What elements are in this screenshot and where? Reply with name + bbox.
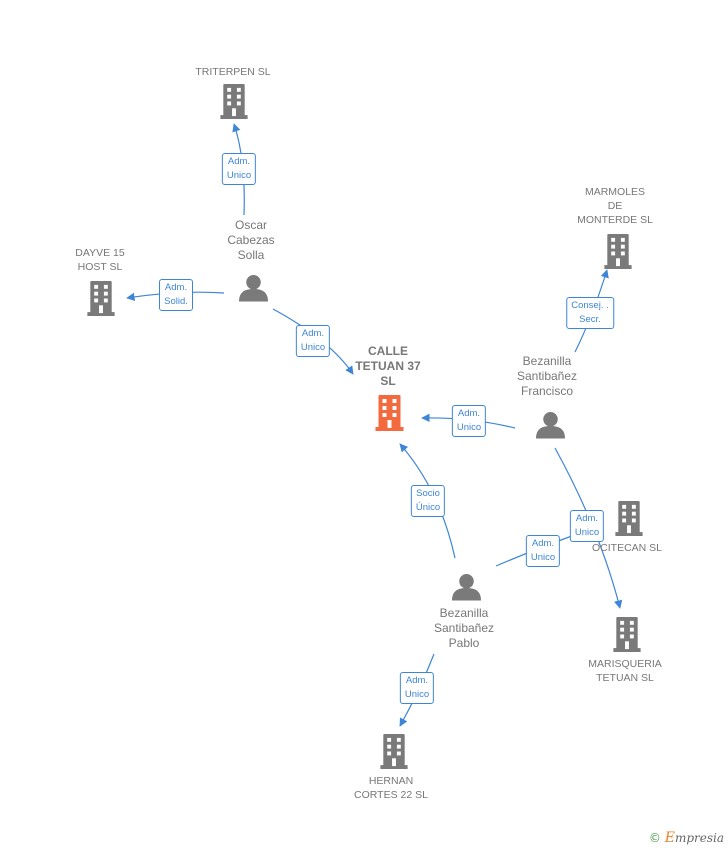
building-icon (87, 281, 115, 316)
brand-logo: © Empresia (649, 830, 724, 846)
relation-oscar-dayve[interactable]: Adm. Solid. (159, 279, 193, 311)
person-icon (536, 411, 565, 439)
relation-francisco-calle[interactable]: Adm. Unico (451, 405, 487, 437)
node-label-francisco[interactable]: Bezanilla Santibañez Francisco (516, 354, 578, 398)
building-icon (220, 84, 248, 119)
node-label-oscar[interactable]: Oscar Cabezas Solla (227, 218, 275, 262)
node-label-marisqueria[interactable]: MARISQUERIA TETUAN SL (588, 658, 662, 684)
relation-oscar-calle[interactable]: Adm. Unico (295, 325, 331, 357)
relation-francisco-marmoles[interactable]: Consej. . Secr. (566, 297, 614, 329)
copyright-symbol: © (648, 831, 661, 845)
node-label-dayve[interactable]: DAYVE 15 HOST SL (75, 247, 125, 273)
person-icon (239, 274, 268, 302)
node-label-hernan[interactable]: HERNAN CORTES 22 SL (354, 775, 428, 801)
relation-pablo-calle[interactable]: Socio Único (410, 485, 446, 517)
person-icon (452, 573, 481, 601)
main-building-icon (375, 395, 404, 431)
relation-oscar-triterpen[interactable]: Adm. Unico (221, 153, 257, 185)
relation-francisco-marisqueria[interactable]: Adm. Unico (569, 510, 605, 542)
relation-pablo-hernan[interactable]: Adm. Unico (399, 672, 435, 704)
node-label-calle[interactable]: CALLE TETUAN 37 SL (355, 344, 421, 388)
building-icon (613, 617, 641, 652)
building-icon (604, 234, 632, 269)
node-label-marmoles[interactable]: MARMOLES DE MONTERDE SL (577, 186, 653, 226)
node-label-ocitecan[interactable]: OCITECAN SL (591, 542, 663, 554)
node-label-pablo[interactable]: Bezanilla Santibañez Pablo (433, 606, 495, 650)
brand-first-letter: E (664, 830, 675, 846)
brand-name: mpresia (674, 831, 724, 845)
node-label-triterpen[interactable]: TRITERPEN SL (195, 66, 271, 78)
building-icon (380, 734, 408, 769)
building-icon (615, 501, 643, 536)
relation-pablo-ocitecan[interactable]: Adm. Unico (525, 535, 561, 567)
